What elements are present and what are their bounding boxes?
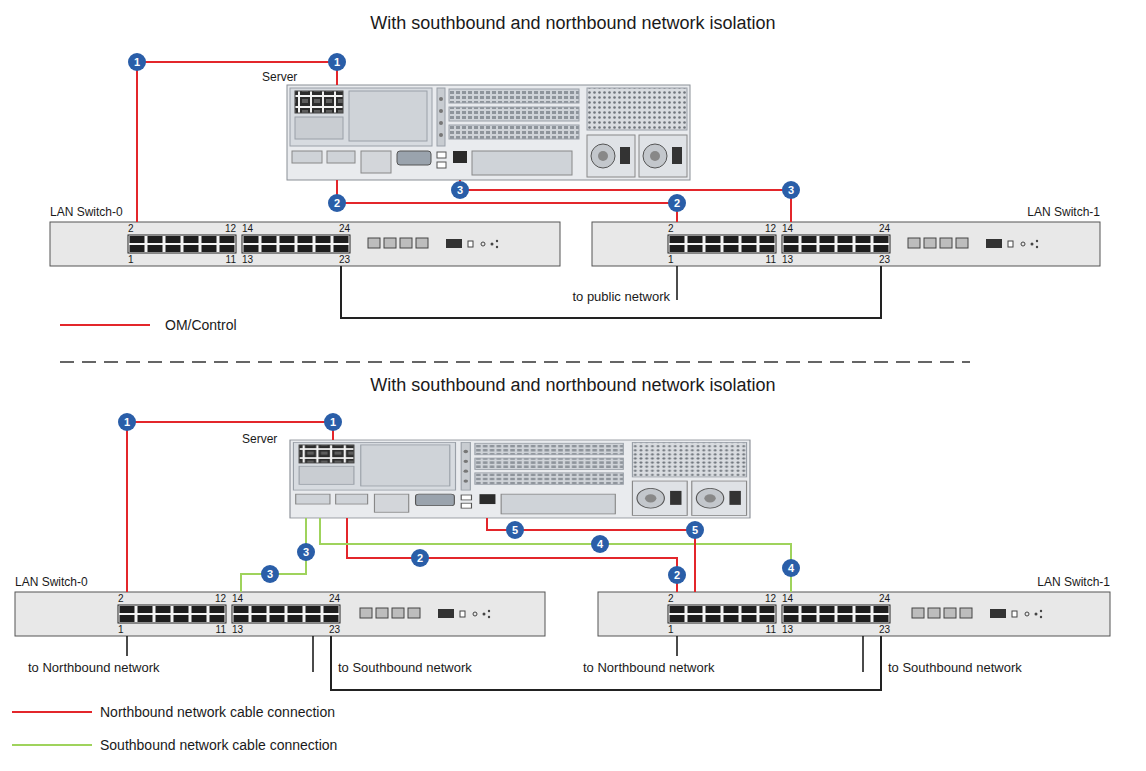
port-number: 23 <box>879 624 890 635</box>
device-name: LAN Switch-1 <box>1037 575 1110 589</box>
port-number: 12 <box>765 223 776 234</box>
network-cable <box>460 180 791 222</box>
port-number: 1 <box>668 254 674 265</box>
device-name: Server <box>242 432 277 446</box>
port-number: 24 <box>329 593 340 604</box>
port-number: 13 <box>782 624 793 635</box>
legend-line <box>12 744 92 746</box>
legend-text: Southbound network cable connection <box>100 737 337 753</box>
device-name: Server <box>262 70 297 84</box>
port-number: 11 <box>226 254 236 265</box>
port-number: 12 <box>765 593 776 604</box>
network-note: to public network <box>572 289 670 304</box>
network-cable <box>137 62 337 222</box>
callout-number: 1 <box>118 413 136 431</box>
callout-number: 2 <box>328 194 346 212</box>
callout-number: 5 <box>686 521 704 539</box>
callout-number: 1 <box>128 53 146 71</box>
lan-switch: LAN Switch-121211114241323 <box>592 222 1100 266</box>
port-number: 23 <box>329 624 340 635</box>
diagram-title: With southbound and northbound network i… <box>0 12 1146 34</box>
port-number: 24 <box>339 223 350 234</box>
network-cable <box>127 422 333 592</box>
port-number: 23 <box>879 254 890 265</box>
callout-number: 2 <box>668 194 686 212</box>
network-cable <box>337 180 677 222</box>
network-note: to Northbound network <box>28 660 160 675</box>
port-number: 14 <box>242 223 253 234</box>
network-cable <box>487 518 695 592</box>
port-number: 11 <box>766 624 776 635</box>
port-number: 1 <box>668 624 674 635</box>
port-number: 24 <box>879 593 890 604</box>
port-number: 12 <box>215 593 226 604</box>
port-number: 12 <box>225 223 236 234</box>
legend-line <box>12 711 92 713</box>
port-number: 2 <box>668 593 674 604</box>
port-number: 13 <box>232 624 243 635</box>
port-number: 2 <box>118 593 124 604</box>
callout-number: 2 <box>668 566 686 584</box>
legend-text: Northbound network cable connection <box>100 704 335 720</box>
callout-number: 5 <box>506 521 524 539</box>
legend-text: OM/Control <box>165 317 237 333</box>
port-number: 1 <box>118 624 124 635</box>
lan-switch: LAN Switch-021211114241323 <box>15 592 545 636</box>
port-number: 11 <box>216 624 226 635</box>
callout-number: 3 <box>451 181 469 199</box>
callout-number: 1 <box>324 413 342 431</box>
lan-switch: LAN Switch-121211114241323 <box>598 592 1110 636</box>
port-number: 14 <box>782 593 793 604</box>
network-cable <box>320 518 791 592</box>
device-name: LAN Switch-1 <box>1027 205 1100 219</box>
callout-number: 4 <box>782 559 800 577</box>
callout-number: 3 <box>261 565 279 583</box>
port-number: 14 <box>232 593 243 604</box>
callout-number: 4 <box>591 535 609 553</box>
network-note: to Southbound network <box>888 660 1022 675</box>
device-name: LAN Switch-0 <box>15 575 88 589</box>
network-cable <box>341 266 881 318</box>
port-number: 1 <box>128 254 134 265</box>
port-number: 14 <box>782 223 793 234</box>
network-cable <box>331 636 881 690</box>
callout-number: 2 <box>411 549 429 567</box>
port-number: 23 <box>339 254 350 265</box>
legend-line <box>60 324 150 326</box>
network-cable <box>241 518 306 592</box>
network-note: to Northbound network <box>583 660 715 675</box>
port-number: 2 <box>668 223 674 234</box>
callout-number: 1 <box>328 53 346 71</box>
device-name: LAN Switch-0 <box>50 205 123 219</box>
panel-title: With southbound and northbound network i… <box>0 374 1146 396</box>
lan-switch: LAN Switch-021211114241323 <box>50 222 560 266</box>
port-number: 13 <box>242 254 253 265</box>
callout-number: 3 <box>297 543 315 561</box>
port-number: 24 <box>879 223 890 234</box>
port-number: 11 <box>766 254 776 265</box>
server-chassis: Server <box>290 440 750 518</box>
port-number: 13 <box>782 254 793 265</box>
network-note: to Southbound network <box>338 660 472 675</box>
server-chassis: Server <box>287 85 690 180</box>
callout-number: 3 <box>782 181 800 199</box>
port-number: 2 <box>128 223 134 234</box>
